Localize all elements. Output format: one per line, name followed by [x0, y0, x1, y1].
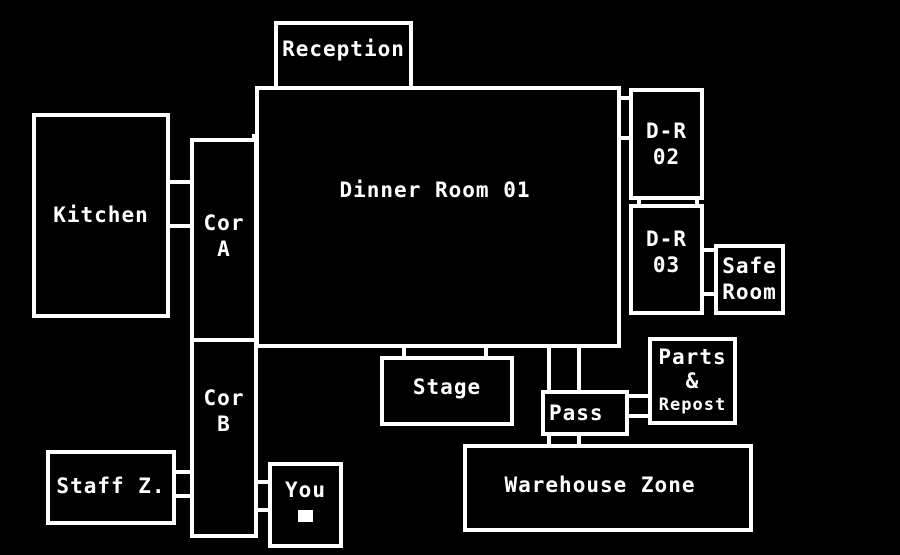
label-ampersand: & — [685, 369, 700, 393]
room-cor-b[interactable] — [190, 338, 258, 538]
room-reception[interactable] — [274, 21, 413, 90]
room-staff[interactable] — [46, 450, 176, 525]
label-warehouse: Warehouse Zone — [504, 473, 696, 497]
label-staff: Staff Z. — [56, 474, 166, 498]
connector-corb-you — [254, 480, 272, 512]
connector-pass-parts — [625, 394, 652, 418]
connector-dr03-safe — [700, 248, 718, 296]
label-dr03: D-R 03 — [646, 227, 687, 277]
room-parts-repost[interactable] — [648, 337, 737, 425]
label-parts: Parts — [658, 345, 727, 369]
connector-kitchen-cora — [166, 180, 194, 228]
label-safe-room: Safe Room — [722, 254, 777, 304]
room-safe[interactable] — [714, 244, 785, 315]
label-dr02: D-R 02 — [646, 119, 687, 169]
room-dr03[interactable] — [629, 204, 704, 315]
room-cor-a[interactable] — [190, 138, 258, 342]
label-you: You — [285, 478, 326, 502]
room-you[interactable] — [268, 462, 343, 548]
room-dinner[interactable] — [255, 86, 621, 348]
label-repost: Repost — [658, 395, 727, 415]
connector-dinner-pass — [547, 344, 581, 394]
room-pass[interactable] — [541, 390, 629, 436]
label-kitchen: Kitchen — [53, 203, 149, 227]
room-stage[interactable] — [380, 356, 514, 426]
connector-staff-corb — [172, 470, 194, 498]
label-pass: Pass — [549, 401, 604, 425]
label-reception: Reception — [282, 37, 405, 61]
label-dinner-room: Dinner Room 01 — [339, 178, 531, 202]
label-cor-a: Cor A — [203, 211, 245, 261]
room-kitchen[interactable] — [32, 113, 170, 318]
label-cor-b: Cor B — [203, 386, 245, 436]
player-marker — [298, 510, 313, 522]
label-stage: Stage — [412, 375, 482, 399]
room-warehouse[interactable] — [463, 444, 753, 532]
room-dr02[interactable] — [629, 88, 704, 200]
